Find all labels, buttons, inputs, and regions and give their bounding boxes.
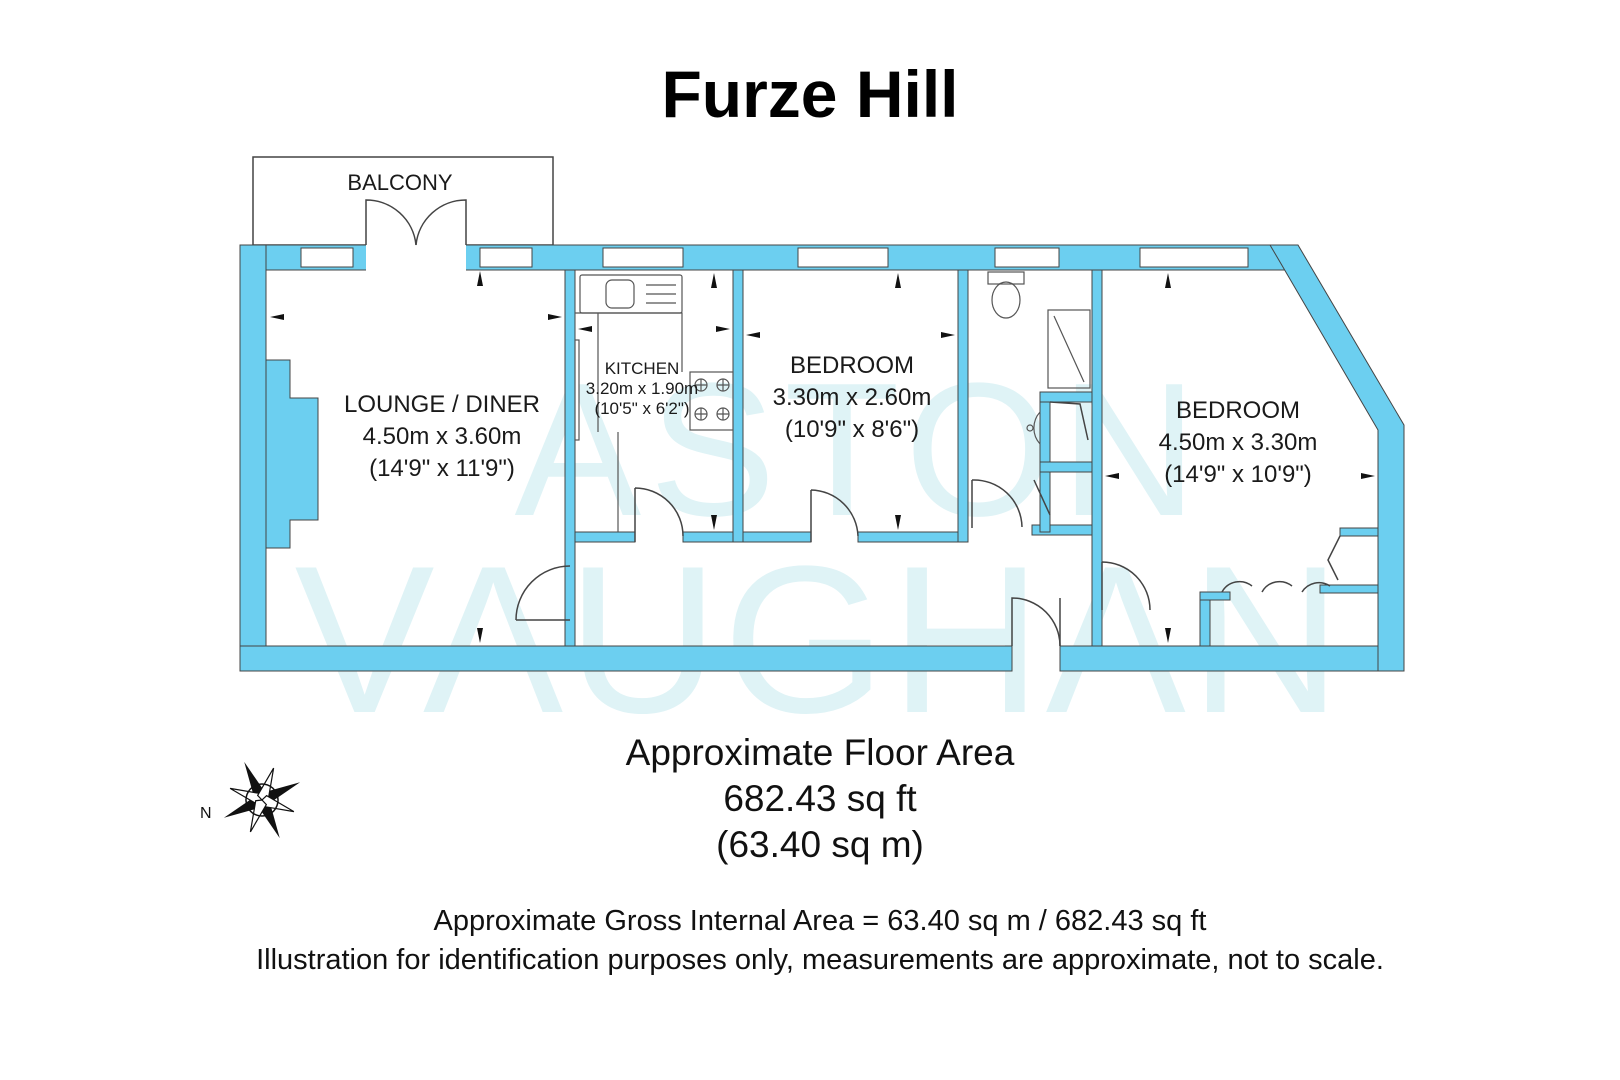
lounge-imperial: (14'9" x 11'9") <box>369 455 515 482</box>
lounge-metric: 4.50m x 3.60m <box>363 423 522 450</box>
floor-area-summary: Approximate Floor Area 682.43 sq ft (63.… <box>0 730 1620 868</box>
watermark-line1: ASTON <box>514 344 1205 556</box>
measurement-arrows <box>270 271 1375 643</box>
floor-area-heading: Approximate Floor Area <box>625 732 1015 773</box>
bedroom1-imperial: (10'9" x 8'6") <box>785 416 919 443</box>
kitchen-name: KITCHEN <box>605 359 680 378</box>
plan-notes: Approximate Gross Internal Area = 63.40 … <box>0 902 1620 980</box>
bedroom1-name: BEDROOM <box>790 352 914 379</box>
floor-area-sqft: 682.43 sq ft <box>723 778 917 819</box>
floor-area-sqm: (63.40 sq m) <box>716 824 924 865</box>
bedroom2-name: BEDROOM <box>1176 397 1300 424</box>
entrance-door <box>1011 597 1061 647</box>
fixtures <box>574 271 1091 532</box>
bedroom1-metric: 3.30m x 2.60m <box>773 384 932 411</box>
compass-icon <box>223 761 301 839</box>
lounge-name: LOUNGE / DINER <box>344 391 540 418</box>
plan-title: Furze Hill <box>661 57 959 131</box>
watermark: ASTON VAUGHAN <box>295 344 1346 757</box>
balcony-label: BALCONY <box>347 170 452 195</box>
kitchen-metric: 3.20m x 1.90m <box>586 379 698 398</box>
internal-doors <box>515 401 1341 621</box>
bedroom2-imperial: (14'9" x 10'9") <box>1164 461 1312 488</box>
internal-walls <box>564 269 1379 647</box>
room-labels: BALCONY LOUNGE / DINER 4.50m x 3.60m (14… <box>344 170 1317 488</box>
gross-area-note: Approximate Gross Internal Area = 63.40 … <box>433 905 1207 937</box>
watermark-line2: VAUGHAN <box>295 522 1346 757</box>
balcony-doors <box>365 199 467 272</box>
bedroom2-metric: 4.50m x 3.30m <box>1159 429 1318 456</box>
kitchen-imperial: (10'5" x 6'2") <box>594 399 689 418</box>
compass-north-label: N <box>200 805 212 822</box>
windows <box>300 247 1249 268</box>
disclaimer-note: Illustration for identification purposes… <box>256 944 1384 976</box>
